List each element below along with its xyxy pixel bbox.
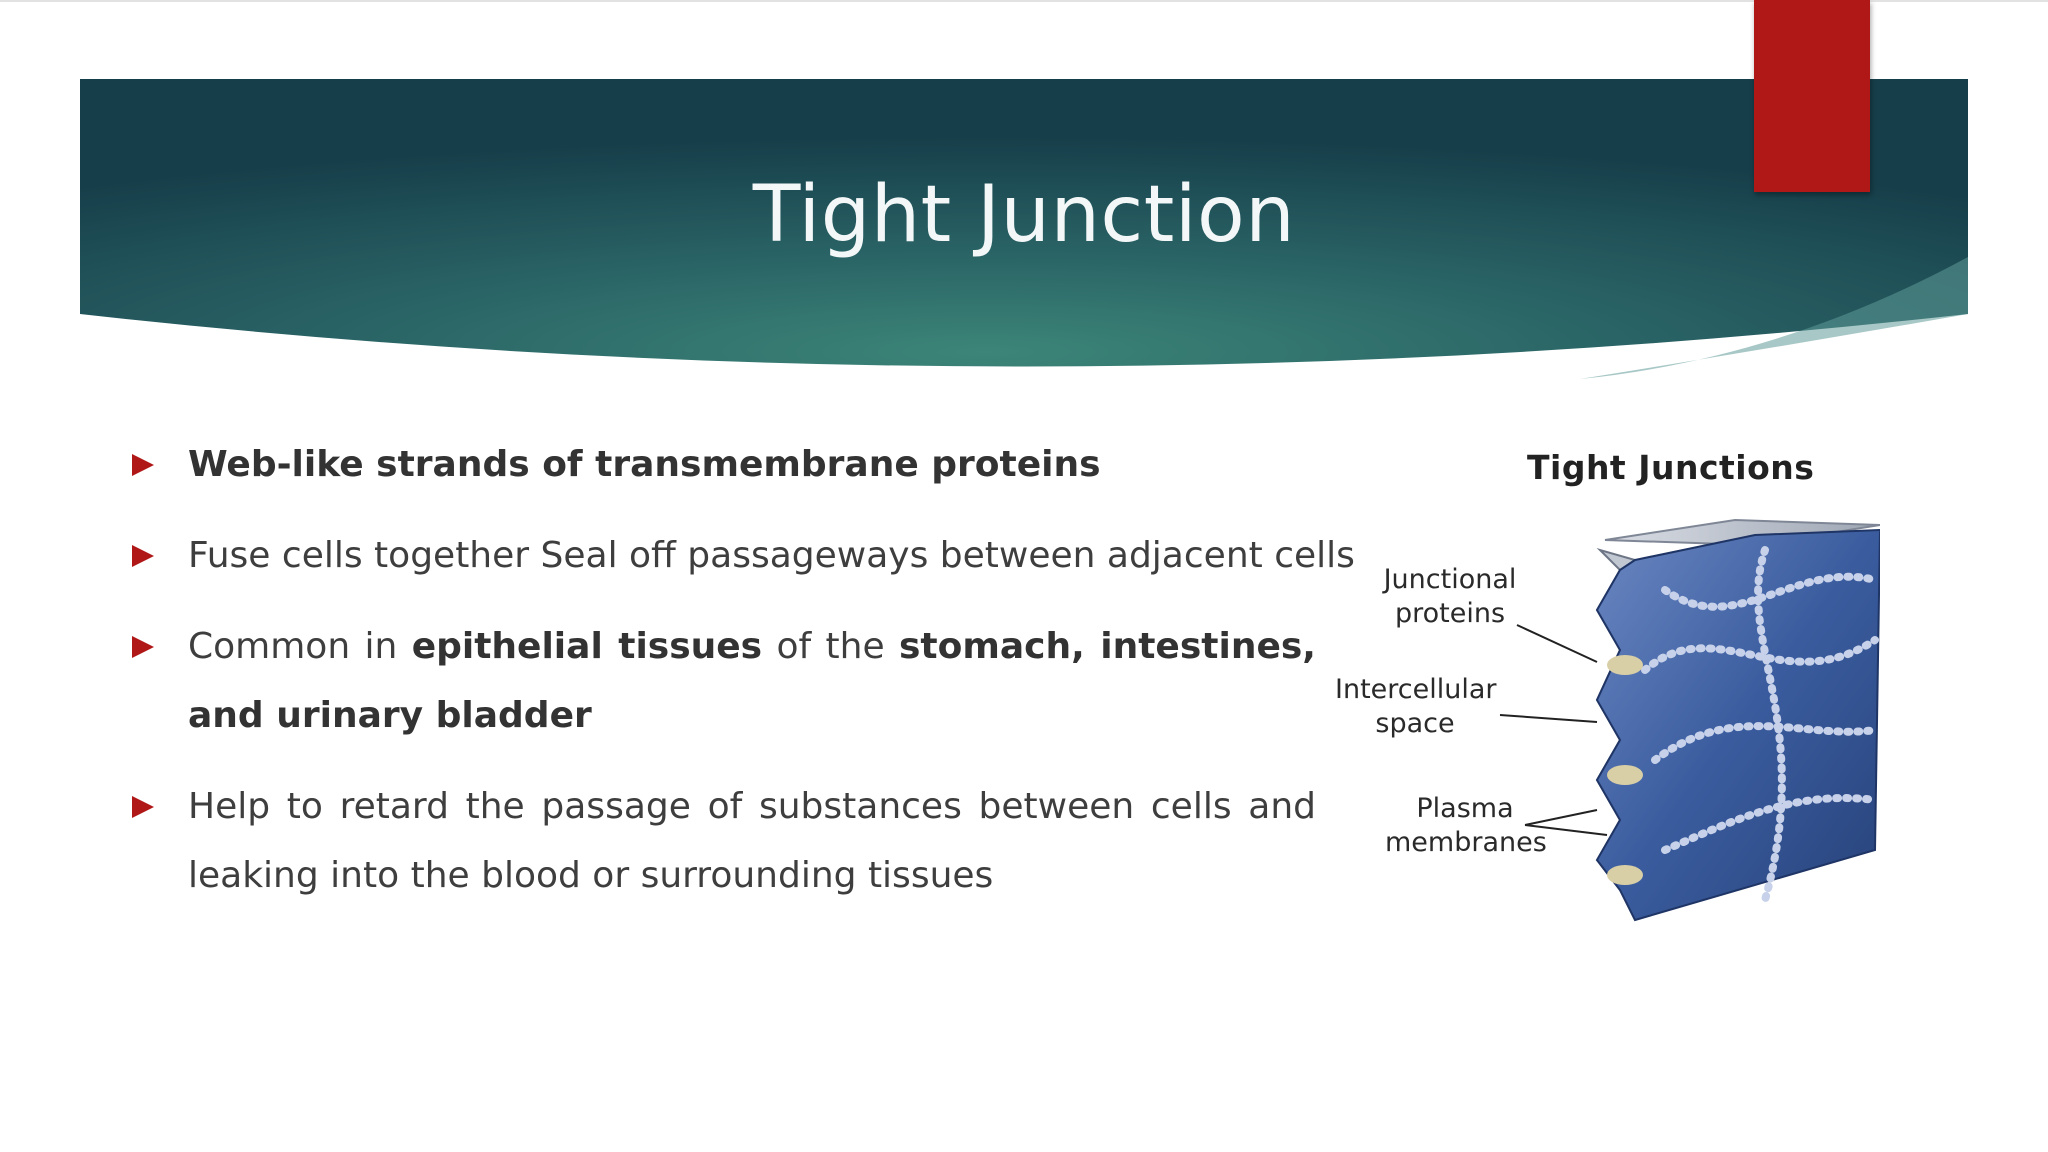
red-accent-tab bbox=[1754, 0, 1870, 192]
label-plasma-membranes: Plasma membranes bbox=[1385, 793, 1547, 858]
bullet-text: Web-like strands of transmembrane protei… bbox=[188, 444, 1101, 485]
tight-junction-diagram: Junctional proteins Intercellular space … bbox=[1335, 440, 1882, 940]
bullet-text: Fuse cells together Seal off passageways… bbox=[188, 535, 1355, 576]
bullet-text-bold: stomach, intestines, and urinary bladder bbox=[188, 626, 1316, 736]
bullet-arrow-icon bbox=[132, 545, 154, 567]
label-intercellular-space: Intercellular space bbox=[1335, 674, 1497, 739]
bullet-text-bold: epithelial tissues bbox=[411, 626, 763, 667]
bullet-arrow-icon bbox=[132, 454, 154, 476]
title-banner bbox=[80, 79, 1968, 382]
top-border-line bbox=[0, 0, 2048, 2]
bullet-text-part: of the bbox=[762, 626, 899, 667]
bullet-arrow-icon bbox=[132, 796, 154, 818]
bullet-item-3: Common in epithelial tissues of the stom… bbox=[130, 612, 1316, 750]
slide-title: Tight Junction bbox=[752, 170, 1296, 260]
bullet-text-part: Common in bbox=[188, 626, 412, 667]
bullet-text: Help to retard the passage of substances… bbox=[188, 786, 1316, 896]
bullet-item-1: Web-like strands of transmembrane protei… bbox=[130, 430, 1316, 499]
bullet-item-2: Fuse cells together Seal off passageways… bbox=[130, 521, 1355, 590]
bullet-list: Web-like strands of transmembrane protei… bbox=[130, 430, 1355, 932]
figure-title: Tight Junctions bbox=[1527, 448, 1815, 487]
label-junctional-proteins: Junctional proteins bbox=[1383, 564, 1517, 629]
bullet-arrow-icon bbox=[132, 636, 154, 658]
bullet-item-4: Help to retard the passage of substances… bbox=[130, 772, 1316, 910]
